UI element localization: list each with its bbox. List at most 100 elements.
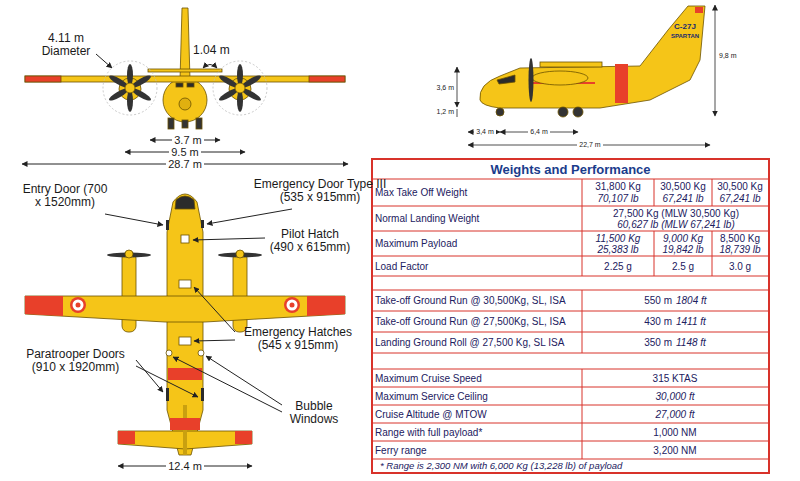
roundel-part [284,297,300,313]
table-grid-part [371,206,770,207]
table-title: Weights and Performance [373,160,768,179]
top-view-part [170,418,200,430]
front-view-part [182,120,188,128]
part-label: Emergency Door Type III (535 x 915mm) [250,178,390,204]
table-grid [371,158,770,474]
top-view-part [166,220,169,230]
part-label: Emergency Hatches (545 x 915mm) [238,326,358,352]
side-view-part [695,7,703,13]
dimension-label: 12.4 m [166,460,204,472]
table-cell: 30,000 ft [582,387,768,405]
leader-lines-part [173,357,282,412]
table-cell: 11,500 Kg [582,232,654,244]
table-cell: 350 m [582,332,672,353]
roundel-part [73,300,84,311]
top-view-part [166,350,172,356]
side-view-part [573,107,583,117]
front-view-part [25,76,61,82]
table-row-label: Cruise Altitude @ MTOW [375,405,580,423]
top-view-part [201,388,204,401]
roundel-part [70,297,86,313]
dimension-label: 28.7 m [166,158,204,170]
dimension-label: 3,6 m [430,84,454,92]
front-view-part [309,76,345,82]
front-view-part [176,83,183,87]
leader-lines-part [105,214,163,225]
roundel-part [290,303,295,308]
table-cell: 19,842 lb [654,243,712,255]
top-view-part [166,388,169,401]
front-view-part [148,69,222,72]
side-view-part [496,108,504,116]
front-view-part [187,83,194,87]
part-label: Entry Door (700 x 1520mm) [20,183,110,209]
table-grid-part [371,387,770,388]
table-grid-part [371,290,770,291]
top-view-part [167,194,203,455]
table-grid-part [371,332,770,333]
table-row-label: Normal Landing Weight [375,206,580,231]
table-cell: 1804 ft [676,290,766,311]
front-view-part [103,61,157,115]
table-cell: 315 KTAS [582,369,768,387]
table-cell: 3,200 NM [582,441,768,459]
dimension-label: 22,7 m [577,141,603,149]
dimension-label: 1.04 m [193,44,237,57]
dimension-lines [457,5,715,145]
table-cell: 18,739 lb [712,243,768,255]
front-view-part-part [235,83,245,93]
dimension-label: 3,4 m [474,128,496,136]
dimension-label: 1,2 m [430,108,454,116]
table-cell: 430 m [582,311,672,332]
table-grid-part [371,459,770,460]
top-view-part [307,296,345,316]
top-view-part [25,296,345,322]
top-view-part [201,220,204,228]
table-cell: 3.0 g [712,256,768,276]
table-grid-part [582,290,583,353]
table-grid-part [712,231,713,276]
tail-marking: C-27J [668,23,702,32]
dimension-label: 4.11 m Diameter [38,32,94,58]
table-cell: 67,241 lb [654,192,712,205]
front-view-part [218,64,263,112]
table-row-label: Landing Ground Roll @ 27,500 Kg, SL ISA [375,332,580,353]
dimension-lines-part [96,54,112,68]
side-view-part [480,6,705,108]
front-view-part [168,118,174,129]
table-cell: 25,383 lb [582,243,654,255]
table-grid-part [371,369,770,370]
table-cell: 70,107 lb [582,192,654,205]
top-view-part [118,431,135,444]
table-cell: 2.5 g [654,256,712,276]
top-view-part [235,431,252,444]
table-row-label: Max Take Off Weight [375,179,580,206]
side-view-part [529,58,534,102]
dimension-label: 9,8 m [719,52,745,60]
dimension-lines-part [457,67,458,107]
table-grid-part [712,179,713,206]
top-view-part [181,235,189,243]
leader-lines-part [136,366,198,397]
leader-lines-part [136,360,163,392]
table-cell: 1148 ft [676,332,766,353]
table-grid-part [371,276,770,277]
table-footnote: * Range is 2,300 NM with 6,000 Kg (13,22… [380,459,766,473]
side-view-part [532,71,588,85]
leader-lines-part [194,287,235,332]
roundel-part [76,303,81,308]
front-view-part [163,78,207,122]
table-grid-part [371,405,770,406]
table-grid-part [582,179,583,276]
table-grid-part [582,369,583,459]
top-view-part [179,337,191,345]
table-row-label: Range with full payload* [375,423,580,441]
table-grid-part [371,423,770,424]
part-label: Paratrooper Doors (910 x 1920mm) [18,348,133,374]
front-view-part [196,118,202,129]
front-view-part [108,64,153,112]
side-view-part [497,75,515,84]
top-view-part [198,350,204,356]
side-view-part [615,64,628,103]
